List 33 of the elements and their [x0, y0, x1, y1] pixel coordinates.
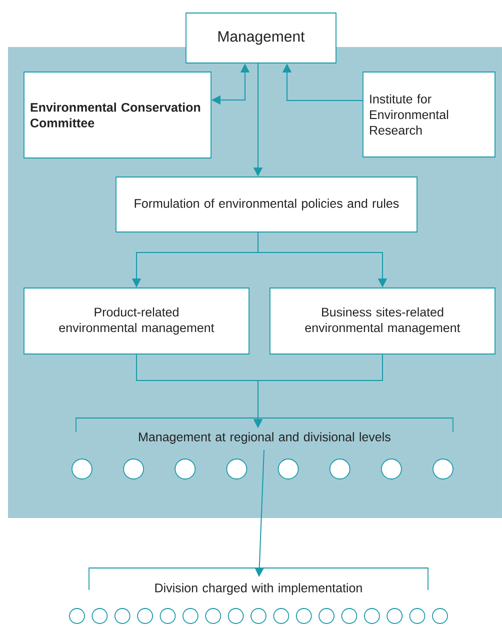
circle: [114, 608, 130, 624]
box: Business sites-related environmental management: [270, 288, 496, 354]
circle: [432, 458, 454, 480]
circle: [123, 458, 144, 480]
circle: [250, 608, 266, 624]
box: Formulation of environmental policies and rules: [116, 176, 418, 232]
circle: [273, 608, 290, 624]
box: Institute for Environmental Research: [362, 72, 496, 158]
box: Product-related environmental management: [24, 288, 250, 354]
circle: [92, 608, 108, 624]
circle: [318, 608, 334, 624]
circle: [137, 608, 154, 624]
bracket-heading: Division charged with implementation: [155, 583, 362, 595]
box: Environmental Conservation Committee: [24, 72, 212, 158]
circle: [72, 458, 92, 480]
circle: [182, 608, 198, 624]
circle: [341, 608, 358, 624]
circle: [174, 458, 196, 480]
circle: [228, 608, 244, 624]
circle: [296, 608, 312, 624]
circle: [278, 458, 299, 480]
circle: [364, 608, 380, 624]
bracket-heading: Management at regional and divisional levels: [139, 432, 390, 444]
circle: [205, 608, 222, 624]
circle: [432, 608, 448, 624]
circle: [380, 458, 402, 480]
circle: [226, 458, 248, 480]
circle: [69, 608, 85, 624]
box: Management: [186, 12, 336, 64]
circle: [160, 608, 176, 624]
circle: [409, 608, 426, 624]
circle: [329, 458, 350, 480]
circle: [386, 608, 403, 624]
